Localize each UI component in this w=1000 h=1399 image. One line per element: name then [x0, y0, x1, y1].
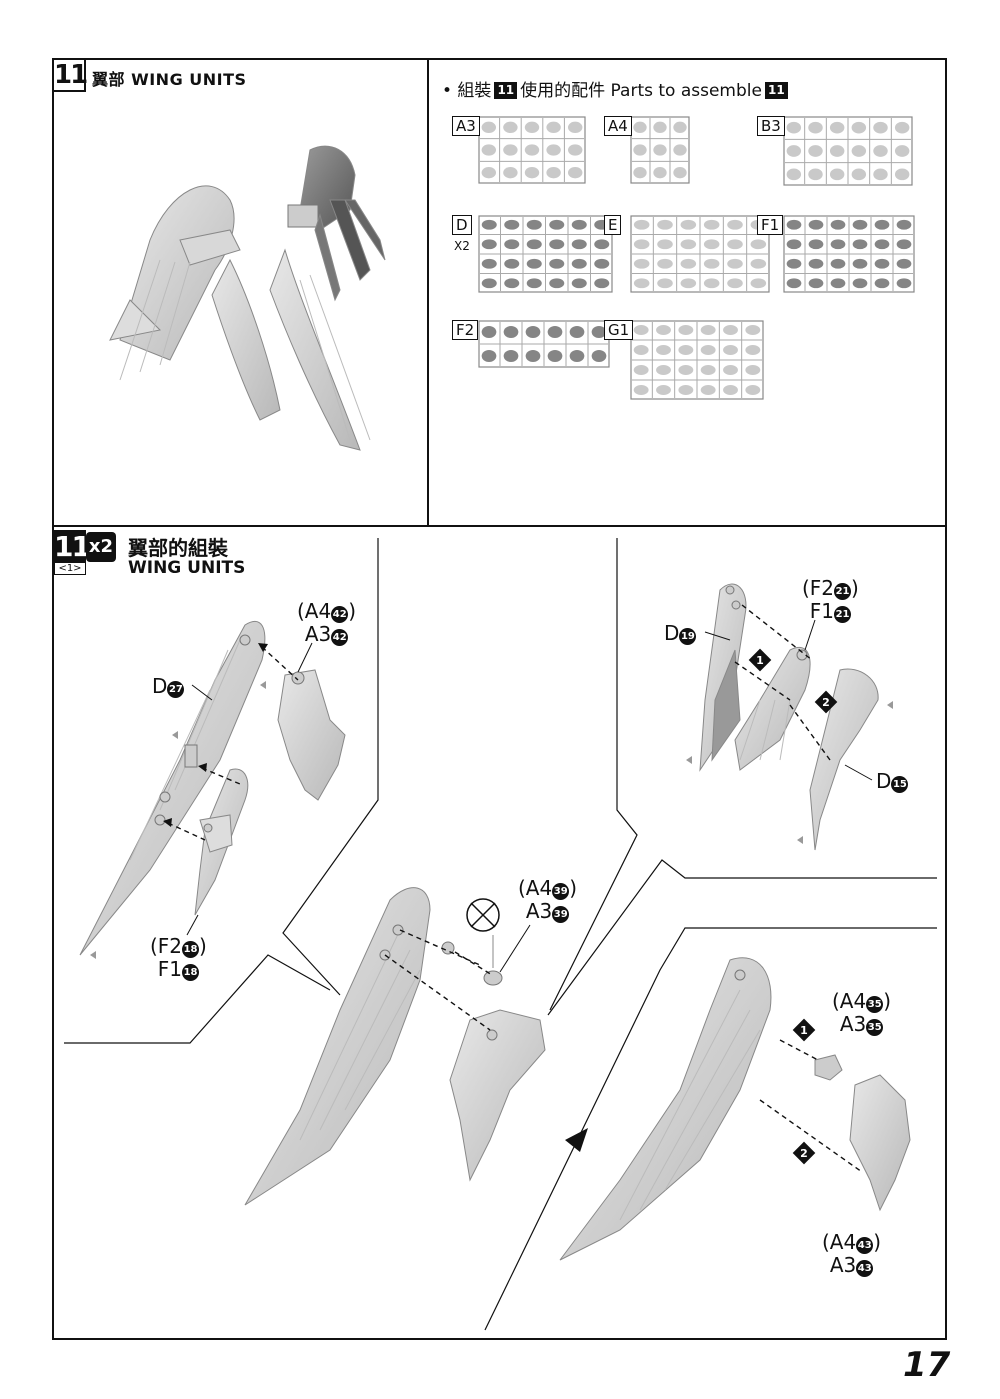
wing-d19 [699, 583, 747, 772]
leader-lines [186, 619, 873, 973]
wing-d15 [809, 668, 879, 851]
step-ref-badge-2: 11 [764, 82, 788, 99]
step-title: 翼部 WING UNITS [92, 70, 247, 89]
part-a3-35 [814, 1054, 843, 1081]
arrowheads-left [163, 643, 268, 827]
assembly-arrows-lower-right [759, 1039, 863, 1173]
gate-markers [90, 681, 893, 959]
section-divider-vertical [427, 58, 429, 526]
runner-label: A4 [604, 116, 632, 136]
multiplier-badge: x2 [86, 532, 116, 562]
step-number-box: 11 [52, 58, 88, 92]
seq-1-b: 1 [800, 1024, 808, 1037]
parts-header-cn-mid: 使用的配件 [520, 81, 606, 101]
runner-label: A3 [452, 116, 480, 136]
part-a3-39 [483, 935, 503, 986]
part-a3-43 [849, 1074, 911, 1212]
runner-f1: F1 [757, 215, 919, 297]
assembly-arrows-upper-right [734, 604, 831, 761]
wing-lower-right [559, 957, 772, 1261]
runner-g1: G1 [604, 320, 768, 404]
runner-multiplier: X2 [454, 239, 470, 253]
runner-sprue-icon [783, 215, 915, 293]
step2-sub-label: <1> [54, 562, 86, 575]
runner-f2: F2 [452, 320, 614, 372]
runner-a4: A4 [604, 116, 694, 188]
runner-sprue-icon [783, 116, 913, 186]
runner-label: F1 [757, 215, 784, 235]
runner-label: D [452, 215, 472, 235]
runner-b3: B3 [757, 116, 917, 190]
runner-label: F2 [452, 320, 479, 340]
wing-d27 [79, 620, 266, 956]
instruction-frame [52, 58, 947, 1340]
runner-a3: A3 [452, 116, 590, 188]
runner-sprue-icon [478, 215, 613, 293]
runner-d: D X2 [452, 215, 617, 297]
runner-label: B3 [757, 116, 785, 136]
runner-label: E [604, 215, 622, 235]
section-divider-horizontal [52, 525, 947, 527]
step2-title-en: WING UNITS [128, 558, 246, 578]
runner-sprue-icon [478, 116, 586, 184]
sequence-markers [565, 648, 838, 1165]
step-ref-badge: 11 [494, 82, 518, 99]
assembly-arrows-left [167, 646, 299, 841]
part-f1-21 [734, 647, 811, 771]
page-number: 17 [903, 1345, 951, 1385]
runner-sprue-icon [630, 116, 690, 184]
runner-sprue-icon [478, 320, 610, 368]
seq-1-a: 1 [756, 654, 764, 667]
finished-wings-preview [109, 145, 386, 451]
runner-sprue-icon [630, 320, 764, 400]
seq-2-a: 2 [822, 696, 830, 709]
runner-label: G1 [604, 320, 634, 340]
panel-dividers [64, 538, 937, 1331]
parts-header-en: Parts to assemble [610, 81, 762, 101]
assembly-arrows-mid [384, 929, 493, 1031]
wing-mid [244, 887, 546, 1206]
parts-header-cn-prefix: • 組裝 [442, 81, 492, 101]
part-f1-18 [194, 768, 249, 916]
step2-title-cn: 翼部的組裝 [128, 536, 228, 560]
seq-2-b: 2 [800, 1147, 808, 1160]
no-icon [466, 898, 500, 932]
part-a3-42 [277, 669, 346, 801]
